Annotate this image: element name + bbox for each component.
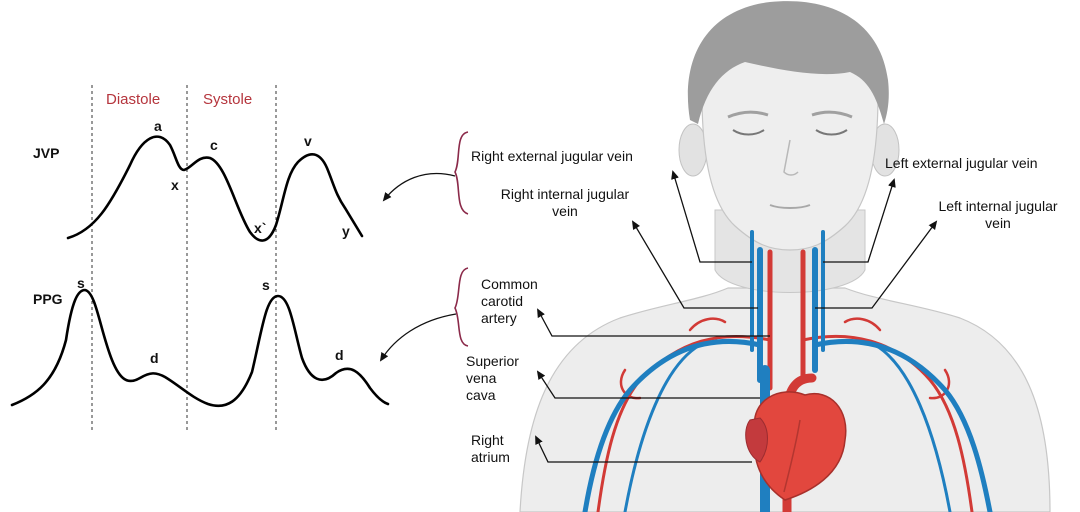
human-figure (520, 1, 1050, 512)
label-jvp-x: x (171, 177, 179, 194)
label-ppg-s1: s (77, 275, 85, 292)
label-systole: Systole (203, 91, 252, 108)
label-jvp-c: c (210, 137, 218, 154)
label-common-carotid-artery: Common carotid artery (481, 276, 538, 327)
label-jvp-a: a (154, 118, 162, 135)
label-jvp: JVP (33, 145, 59, 162)
label-superior-vena-cava-line2: vena (466, 370, 519, 387)
jvp-link-arrow (384, 173, 455, 200)
label-left-internal-jugular-vein-line1: Left internal jugular (922, 198, 1074, 215)
label-jvp-y: y (342, 223, 350, 240)
bracket-lower (455, 268, 468, 346)
label-left-internal-jugular-vein: Left internal jugular vein (922, 198, 1074, 232)
label-right-internal-jugular-vein-line1: Right internal jugular (480, 186, 650, 203)
label-left-internal-jugular-vein-line2: vein (922, 215, 1074, 232)
label-right-atrium-line2: atrium (471, 449, 510, 466)
label-right-atrium: Right atrium (471, 432, 510, 466)
label-ppg-d1: d (150, 350, 159, 367)
label-common-carotid-artery-line1: Common (481, 276, 538, 293)
ppg-waveform (12, 290, 388, 406)
label-superior-vena-cava: Superior vena cava (466, 353, 519, 404)
label-superior-vena-cava-line1: Superior (466, 353, 519, 370)
label-jvp-x-prime: x` (254, 220, 266, 237)
label-ppg: PPG (33, 291, 63, 308)
bracket-upper (455, 132, 468, 214)
label-left-external-jugular-vein: Left external jugular vein (885, 155, 1038, 172)
label-common-carotid-artery-line3: artery (481, 310, 538, 327)
label-right-external-jugular-vein: Right external jugular vein (471, 148, 633, 165)
label-ppg-d2: d (335, 347, 344, 364)
label-right-internal-jugular-vein-line2: vein (480, 203, 650, 220)
ppg-link-arrow (381, 314, 456, 360)
label-superior-vena-cava-line3: cava (466, 387, 519, 404)
label-jvp-v: v (304, 133, 312, 150)
label-right-internal-jugular-vein: Right internal jugular vein (480, 186, 650, 220)
label-right-atrium-line1: Right (471, 432, 510, 449)
label-common-carotid-artery-line2: carotid (481, 293, 538, 310)
label-diastole: Diastole (106, 91, 160, 108)
label-ppg-s2: s (262, 277, 270, 294)
